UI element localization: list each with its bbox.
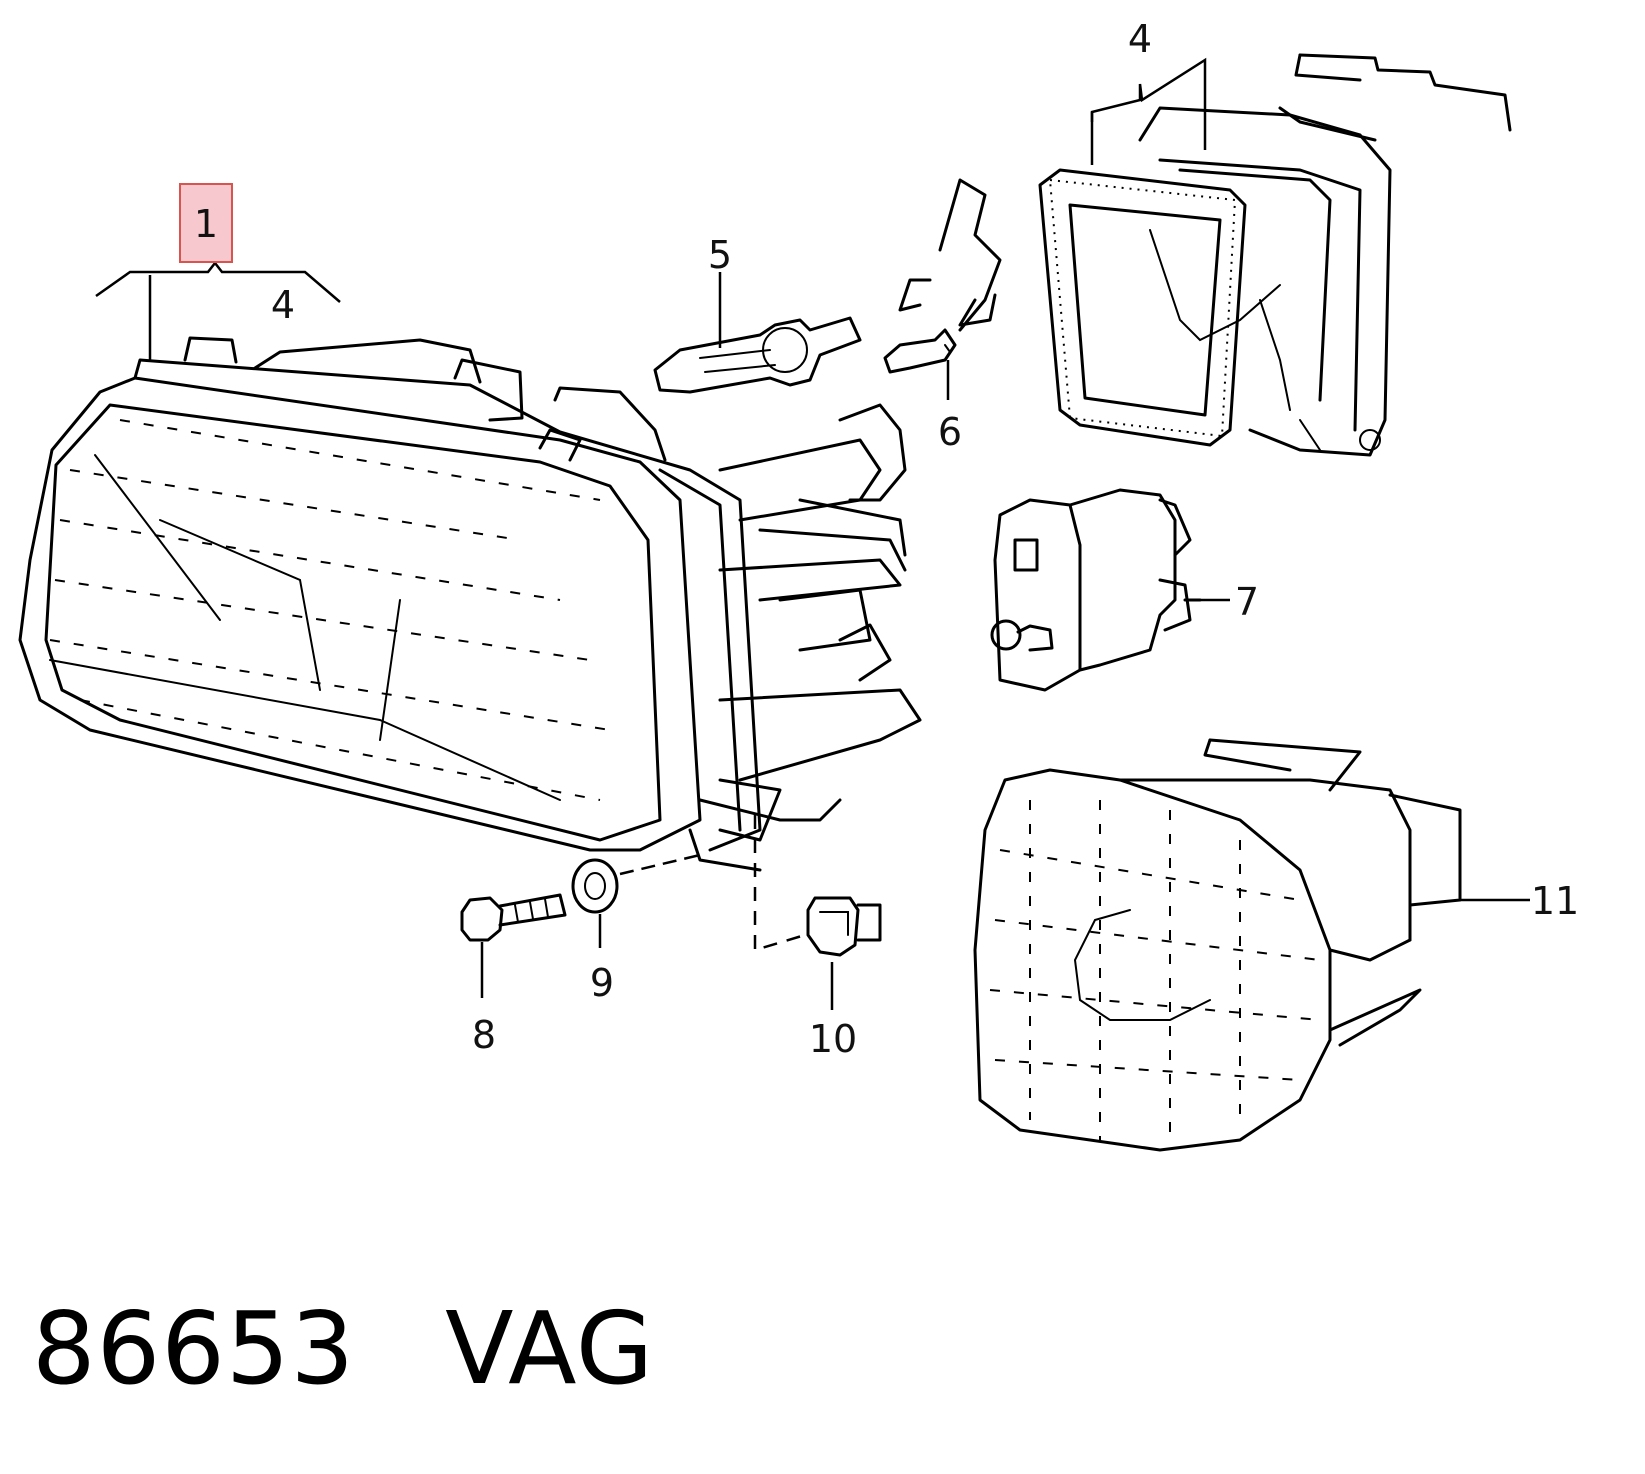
callout-4-left-label: 4 bbox=[271, 283, 295, 327]
callout-8-label: 8 bbox=[472, 1013, 496, 1057]
bulb-h4 bbox=[653, 316, 862, 394]
bulb-w5w bbox=[883, 328, 957, 374]
washer-dash bbox=[619, 853, 701, 876]
rear-cap-seal bbox=[1038, 53, 1512, 457]
turn-signal-lamp bbox=[973, 738, 1462, 1152]
headlight-housing bbox=[18, 336, 922, 872]
callout-4-top-bracket bbox=[1090, 57, 1207, 150]
socket-dash bbox=[753, 815, 806, 952]
footer-caption: 86653 VAG bbox=[32, 1290, 654, 1407]
callout-1-label: 1 bbox=[194, 202, 218, 246]
callout-7-label: 7 bbox=[1235, 580, 1259, 624]
callout-9-label: 9 bbox=[590, 961, 614, 1005]
callout-4-top-label: 4 bbox=[1128, 17, 1152, 61]
part-number: 86653 bbox=[32, 1290, 356, 1407]
callout-1-bracket bbox=[95, 260, 341, 303]
callout-1-highlight[interactable] bbox=[179, 183, 233, 263]
bulb-socket bbox=[806, 896, 882, 957]
callout-6-label: 6 bbox=[938, 410, 962, 454]
callout-5-label: 5 bbox=[708, 233, 732, 277]
brand-name: VAG bbox=[445, 1290, 655, 1407]
wire-loop bbox=[898, 178, 1002, 332]
range-control-motor bbox=[990, 488, 1202, 692]
bolt bbox=[460, 893, 567, 942]
callout-11-label: 11 bbox=[1531, 879, 1579, 923]
washer bbox=[571, 858, 619, 914]
callout-10-label: 10 bbox=[809, 1017, 857, 1061]
